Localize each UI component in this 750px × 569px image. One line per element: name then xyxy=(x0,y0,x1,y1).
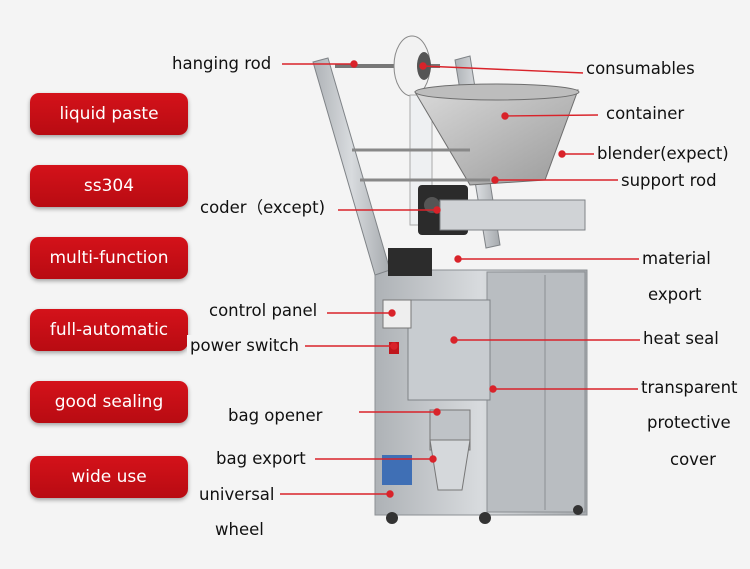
machine-sticker xyxy=(382,455,412,485)
wheel-front-right xyxy=(479,512,491,524)
control-panel-box xyxy=(382,299,412,329)
callout-control-panel: control panel xyxy=(206,300,321,322)
callout-transparent: transparent xyxy=(638,377,741,399)
callout-cover: cover xyxy=(667,449,719,471)
feature-badge-good-sealing: good sealing xyxy=(30,381,188,423)
filling-cylinder xyxy=(439,199,586,231)
callout-container: container xyxy=(603,103,688,125)
feature-badge-multi-function: multi-function xyxy=(30,237,188,279)
feature-badge-liquid-paste: liquid paste xyxy=(30,93,188,135)
callout-support-rod: support rod xyxy=(618,170,720,192)
callout-coder: coder（except) xyxy=(197,197,329,219)
callout-protective: protective xyxy=(644,412,734,434)
wheel-front-left xyxy=(386,512,398,524)
hopper-rim xyxy=(414,83,580,101)
callout-bag-opener: bag opener xyxy=(225,405,326,427)
feature-badge-full-automatic: full-automatic xyxy=(30,309,188,351)
temperature-controller xyxy=(388,248,432,276)
callout-heat-seal: heat seal xyxy=(640,328,722,350)
callout-hanging-rod: hanging rod xyxy=(169,53,275,75)
front-window xyxy=(407,299,491,401)
bag-export-chute xyxy=(429,439,471,491)
callout-material: material xyxy=(639,248,714,270)
feature-badge-wide-use: wide use xyxy=(30,456,188,498)
callout-consumables: consumables xyxy=(583,58,698,80)
wheel-rear xyxy=(573,505,583,515)
callout-material-export: export xyxy=(645,284,705,306)
callout-universal: universal xyxy=(196,484,278,506)
side-panel xyxy=(486,271,586,513)
callout-power-switch: power switch xyxy=(187,335,302,357)
callout-blender: blender(expect) xyxy=(594,143,732,165)
callout-wheel: wheel xyxy=(212,519,267,541)
callout-bag-export: bag export xyxy=(213,448,309,470)
feature-badge-ss304: ss304 xyxy=(30,165,188,207)
